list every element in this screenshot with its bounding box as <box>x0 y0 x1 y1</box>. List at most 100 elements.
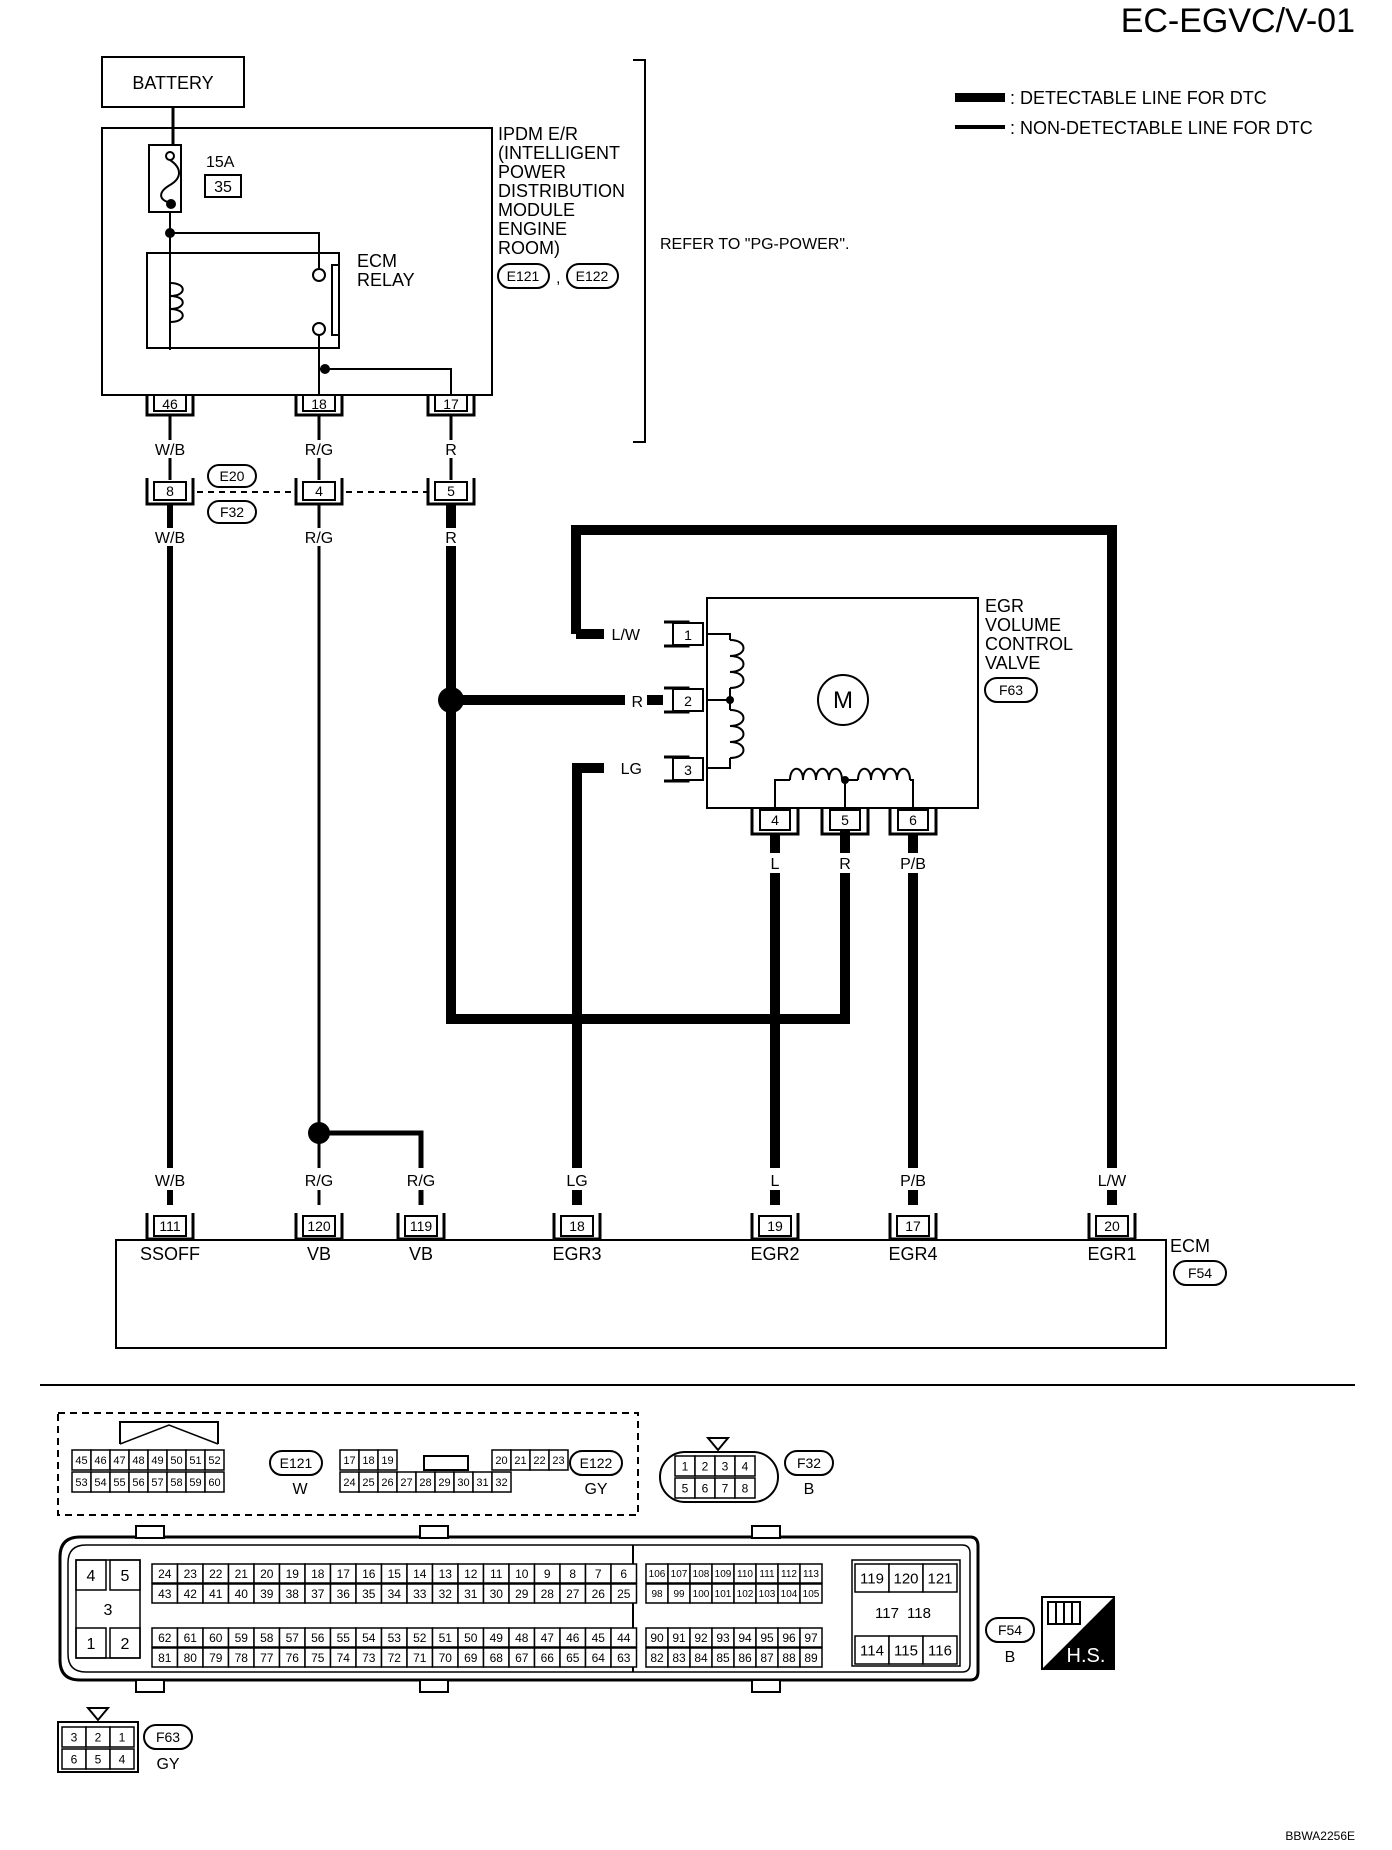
joint-connector: 8 4 5 E20 F32 <box>145 464 476 524</box>
e122-pin-22: 22 <box>533 1455 545 1467</box>
fuse: 15A 35 <box>148 144 242 213</box>
f54-id: F54 <box>998 1622 1022 1638</box>
joint-connector-bottom-id: F32 <box>220 504 244 520</box>
f54-pin-34: 34 <box>388 1587 402 1601</box>
ecm-terminal-box-20 <box>1095 1215 1129 1237</box>
f32-color: B <box>804 1481 815 1498</box>
f32-cell-4 <box>734 1455 756 1477</box>
e121-pin-57: 57 <box>151 1477 163 1489</box>
f54-pin-13: 13 <box>439 1567 453 1581</box>
ipdm-label-7: ROOM) <box>498 238 560 258</box>
f54-pin-57: 57 <box>286 1631 300 1645</box>
f54-pin-102: 102 <box>737 1589 754 1600</box>
ecm-terminal-box-120 <box>302 1215 336 1237</box>
f54-pin-30: 30 <box>490 1587 504 1601</box>
egr-connector-id: F63 <box>999 682 1023 698</box>
ecm-terminal-pin-18: 18 <box>569 1218 585 1234</box>
f54-pin-55: 55 <box>337 1631 351 1645</box>
egr-pin-2: 2 <box>684 693 692 709</box>
f54-pin-45: 45 <box>592 1631 606 1645</box>
ipdm-er: 15A 35 ECM RELAY IPDM E/R (INTELLIGENT P… <box>101 124 625 396</box>
harness-connector-icon <box>1047 1601 1081 1625</box>
e122-pin-25: 25 <box>362 1477 374 1489</box>
f54-pin-43: 43 <box>158 1587 172 1601</box>
ecm-terminal-name-119: VB <box>409 1244 433 1264</box>
f32-pin-3: 3 <box>722 1459 729 1473</box>
ipdm-label-3: POWER <box>498 162 566 182</box>
egr-label-1: EGR <box>985 596 1024 616</box>
f63-pin-1: 1 <box>119 1730 126 1744</box>
f54-pin-32: 32 <box>439 1587 453 1601</box>
ecm-wire-label-bg-19 <box>753 1168 797 1190</box>
f54-pin-77: 77 <box>260 1651 274 1665</box>
f54-pin-111: 111 <box>759 1569 775 1580</box>
e121-pin-51: 51 <box>189 1455 201 1467</box>
f54-pin-72: 72 <box>388 1651 402 1665</box>
e122-pin-29: 29 <box>438 1477 450 1489</box>
f54-pin-2: 2 <box>121 1636 130 1653</box>
ecm-relay: ECM RELAY <box>146 251 415 349</box>
f54-pin-106: 106 <box>649 1569 666 1580</box>
f54-pin-59: 59 <box>235 1631 249 1645</box>
ipdm-pin-46: 46 <box>162 396 178 412</box>
f54-pin-21: 21 <box>235 1567 249 1581</box>
ecm-relay-label-2: RELAY <box>357 270 415 290</box>
egr-label-4: VALVE <box>985 653 1040 673</box>
f54-pin-31: 31 <box>464 1587 478 1601</box>
e122-pin-26: 26 <box>381 1477 393 1489</box>
ecm-terminal-pin-19: 19 <box>767 1218 783 1234</box>
f54-pin-29: 29 <box>515 1587 529 1601</box>
egr-label-2: VOLUME <box>985 615 1061 635</box>
wire-color-ipdm-18: R/G <box>305 442 333 459</box>
f54-pin-99: 99 <box>673 1589 685 1600</box>
ecm-wire-color-119: R/G <box>407 1173 435 1190</box>
e121-id: E121 <box>280 1455 313 1471</box>
ecm-terminal-box-17 <box>896 1215 930 1237</box>
f54-pin-64: 64 <box>592 1651 606 1665</box>
f54-pin-20: 20 <box>260 1567 274 1581</box>
f54-pin-11: 11 <box>490 1567 503 1581</box>
f54-pin-121: 121 <box>927 1570 952 1587</box>
e121-pin-59: 59 <box>189 1477 201 1489</box>
f54-pin-65: 65 <box>566 1651 580 1665</box>
ipdm-connector-a: E121 <box>507 268 540 284</box>
e121-pin-55: 55 <box>113 1477 125 1489</box>
ecm-terminal-name-120: VB <box>307 1244 331 1264</box>
ecm-wire-label-bg-17 <box>891 1168 935 1190</box>
ecm-wire-label-bg-120 <box>297 1168 341 1190</box>
f54-pin-98: 98 <box>651 1589 663 1600</box>
f32-pin-2: 2 <box>702 1459 709 1473</box>
e122-pin-27: 27 <box>400 1477 412 1489</box>
e121-cell-60 <box>204 1471 225 1493</box>
wire-color-joint-4: R/G <box>305 530 333 547</box>
wire-color-egr-6: P/B <box>900 856 926 873</box>
e122-pin-30: 30 <box>457 1477 469 1489</box>
e121-pin-54: 54 <box>94 1477 106 1489</box>
f54-pin-63: 63 <box>617 1651 631 1665</box>
ecm-wire-color-18: LG <box>566 1173 587 1190</box>
wire-color-egr-5: R <box>839 856 851 873</box>
f54-pin-44: 44 <box>617 1631 631 1645</box>
fuse-number: 35 <box>214 179 232 196</box>
f54-cell-6 <box>610 1563 638 1584</box>
f54-pin-17: 17 <box>337 1567 351 1581</box>
hs-badge: H.S. <box>1041 1596 1115 1670</box>
ecm-terminal-box-111 <box>153 1215 187 1237</box>
e122-id: E122 <box>580 1455 613 1471</box>
f54-pin-120: 120 <box>893 1570 918 1587</box>
f63-cell-1 <box>109 1726 135 1748</box>
f54-pin-5: 5 <box>121 1568 130 1585</box>
ecm-terminal-pin-17: 17 <box>905 1218 921 1234</box>
f54-pin-118: 118 <box>907 1605 931 1622</box>
ipdm-connector-separator: , <box>556 270 560 287</box>
f54-pin-87: 87 <box>760 1651 774 1665</box>
f54-pin-53: 53 <box>388 1631 402 1645</box>
ecm-terminal-bracket-119 <box>396 1213 446 1241</box>
legend: : DETECTABLE LINE FOR DTC : NON-DETECTAB… <box>955 88 1313 138</box>
ipdm-label-1: IPDM E/R <box>498 124 578 144</box>
e122-pin-19: 19 <box>381 1455 393 1467</box>
ecm-terminal-bracket-18 <box>552 1213 602 1241</box>
ecm-wire-label-bg-20 <box>1090 1168 1134 1190</box>
f54-cell-89 <box>799 1647 823 1668</box>
ecm-terminals: 111W/BSSOFF120R/GVB119R/GVB18LGEGR319LEG… <box>140 1168 1137 1264</box>
